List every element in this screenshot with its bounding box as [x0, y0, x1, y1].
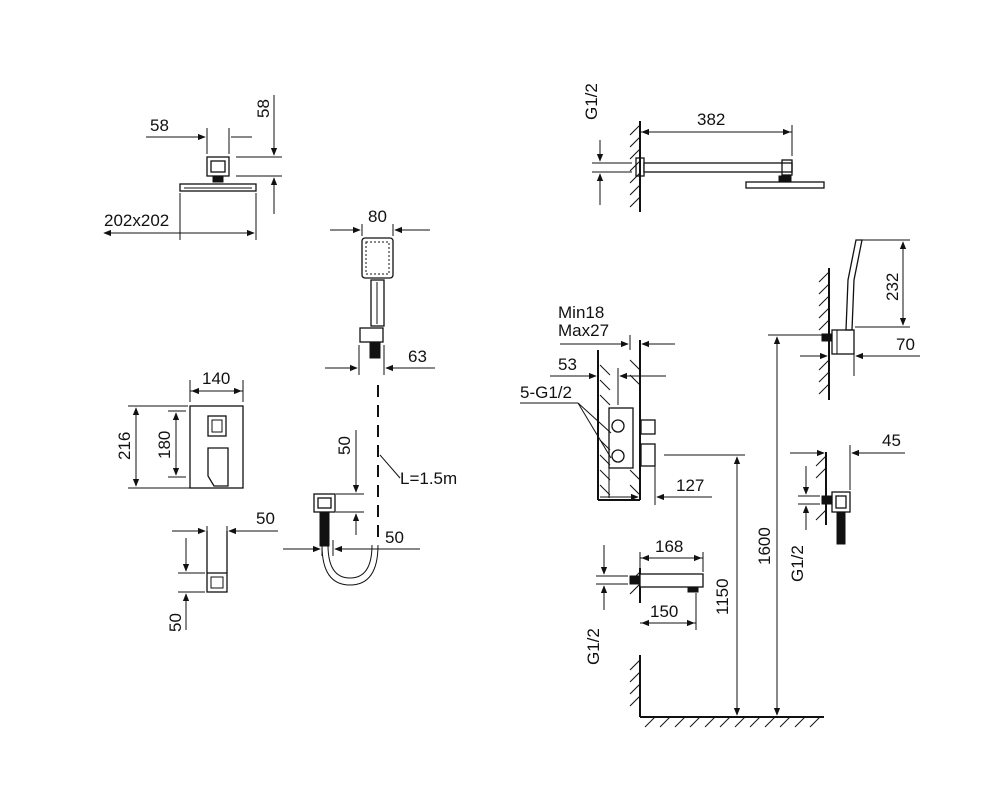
spout-reach-label: 150	[650, 602, 678, 621]
mixer-inner-height-label: 180	[155, 431, 174, 459]
shower-arm-detail: G1/2 382	[582, 83, 825, 212]
concealed-valve-detail: Min18 Max27 53 5-G1/2 127	[520, 303, 712, 505]
spout-installation-detail: 168 150 G1/2 1150 1600	[584, 334, 825, 728]
hand-shower-head	[361, 237, 394, 279]
hose-length-label: L=1.5m	[400, 469, 457, 488]
elbow-thread-label: G1/2	[788, 545, 807, 582]
spout-outlet-block	[206, 572, 228, 593]
mixer-plate-detail: 140 216 180	[115, 369, 244, 489]
depth-label: 53	[558, 355, 577, 374]
hand-shower-detail: 80 63 L=1.5m 50 50	[283, 207, 457, 586]
wall-holder-detail: 232 70	[800, 239, 920, 400]
shower-arm	[643, 162, 793, 173]
hand-width-label: 80	[368, 207, 387, 226]
elbow-block	[831, 491, 851, 513]
valve-body	[608, 407, 634, 469]
holder-offset-label: 70	[896, 335, 915, 354]
body-depth-label: 127	[676, 476, 704, 495]
shower-head-detail: 58 58 202x202	[103, 95, 282, 240]
arm-shower-head	[745, 181, 825, 189]
elbow-outlet-detail: 45 G1/2	[788, 431, 905, 582]
holder-height-label: 232	[883, 273, 902, 301]
head-size-label: 202x202	[104, 211, 169, 230]
outlets-label: 5-G1/2	[520, 383, 572, 402]
arm-thread-label: G1/2	[582, 83, 601, 120]
holder-bracket	[845, 239, 863, 331]
spout-length-label: 168	[655, 537, 683, 556]
mixer-cover-plate	[189, 405, 244, 489]
spout-outlet-detail: 50 50	[166, 509, 278, 632]
mixer-height-from-floor-label: 1150	[713, 578, 732, 615]
head-connector-block	[206, 156, 230, 177]
hand-offset-label: 63	[408, 347, 427, 366]
arm-length-label: 382	[697, 110, 725, 129]
hose-elbow-horizontal-label: 50	[385, 528, 404, 547]
spout-height-label: 50	[166, 613, 185, 632]
head-height-label: 58	[254, 99, 273, 118]
mixer-width-label: 140	[202, 369, 230, 388]
wall-min-label: Min18	[558, 303, 604, 322]
hand-shower-handle	[370, 279, 385, 327]
hose-elbow-vertical-label: 50	[335, 436, 354, 455]
elbow-width-label: 45	[882, 431, 901, 450]
holder-height-from-floor-label: 1600	[755, 527, 774, 565]
hose-elbow	[313, 493, 336, 513]
head-width-label: 58	[150, 116, 169, 135]
spout-thread-label: G1/2	[584, 628, 603, 665]
mixer-height-label: 216	[115, 432, 134, 460]
mixer-lever	[207, 447, 229, 487]
bath-spout	[639, 573, 704, 588]
wall-max-label: Max27	[558, 321, 609, 340]
spout-width-label: 50	[256, 509, 275, 528]
